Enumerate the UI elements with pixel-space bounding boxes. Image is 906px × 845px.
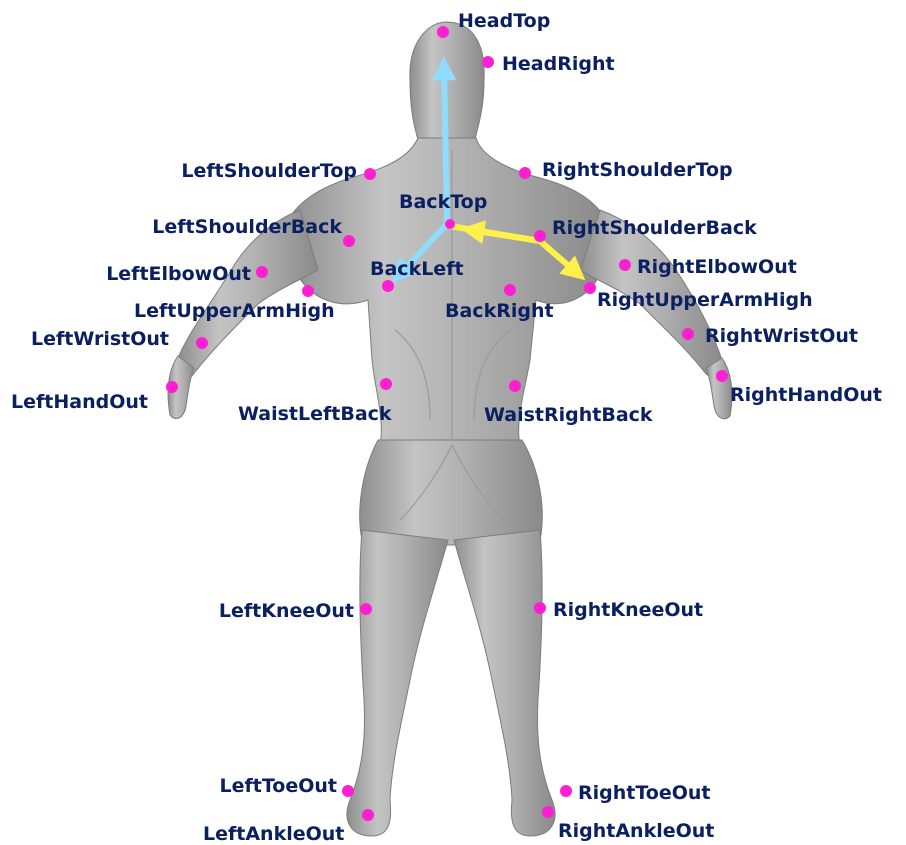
marker-dot-leftelbowout[interactable] [256, 266, 268, 278]
marker-dot-leftankleout[interactable] [362, 809, 374, 821]
marker-dot-righttoeout[interactable] [560, 785, 572, 797]
marker-dot-leftupperarmhigh[interactable] [302, 285, 314, 297]
label-rightwristout: RightWristOut [705, 325, 858, 347]
label-rightupperarmhigh: RightUpperArmHigh [597, 289, 813, 311]
marker-dot-rightshoulderback[interactable] [534, 230, 546, 242]
human-figure [168, 22, 732, 836]
marker-dot-rightkneeout[interactable] [534, 602, 546, 614]
marker-dot-leftkneeout[interactable] [360, 603, 372, 615]
marker-dot-rightwristout[interactable] [682, 328, 694, 340]
marker-dot-rightupperarmhigh[interactable] [584, 282, 596, 294]
marker-dot-leftshouldertop[interactable] [364, 168, 376, 180]
label-leftelbowout: LeftElbowOut [106, 263, 251, 285]
label-righttoeout: RightToeOut [578, 782, 711, 804]
label-lefttoeout: LeftToeOut [220, 775, 337, 797]
marker-dot-headtop[interactable] [437, 26, 449, 38]
marker-dot-leftshoulderback[interactable] [343, 235, 355, 247]
marker-dot-backtop[interactable] [445, 219, 455, 229]
label-leftupperarmhigh: LeftUpperArmHigh [134, 300, 335, 322]
label-lefthandout: LeftHandOut [11, 391, 148, 413]
marker-dot-righthandout[interactable] [716, 370, 728, 382]
label-waistrightback: WaistRightBack [484, 404, 653, 426]
label-righthandout: RightHandOut [730, 384, 882, 406]
label-leftshoulderback: LeftShoulderBack [152, 216, 342, 238]
marker-dot-backright[interactable] [504, 284, 516, 296]
label-leftkneeout: LeftKneeOut [219, 600, 354, 622]
label-backright: BackRight [445, 300, 554, 322]
label-backtop: BackTop [399, 191, 487, 213]
marker-dot-headright[interactable] [482, 56, 494, 68]
marker-dot-backleft[interactable] [382, 280, 394, 292]
marker-dot-waistleftback[interactable] [380, 378, 392, 390]
label-rightelbowout: RightElbowOut [637, 256, 797, 278]
marker-dot-rightelbowout[interactable] [619, 259, 631, 271]
label-rightshouldertop: RightShoulderTop [542, 159, 733, 181]
marker-dot-rightshouldertop[interactable] [519, 167, 531, 179]
label-headright: HeadRight [502, 53, 615, 75]
label-waistleftback: WaistLeftBack [238, 403, 392, 425]
marker-dot-leftwristout[interactable] [196, 337, 208, 349]
marker-dot-lefttoeout[interactable] [342, 785, 354, 797]
marker-dot-rightankleout[interactable] [542, 806, 554, 818]
label-backleft: BackLeft [370, 258, 464, 280]
label-leftwristout: LeftWristOut [31, 328, 169, 350]
label-rightshoulderback: RightShoulderBack [552, 217, 757, 239]
label-headtop: HeadTop [458, 10, 550, 32]
label-rightankleout: RightAnkleOut [558, 820, 714, 842]
marker-dot-waistrightback[interactable] [509, 380, 521, 392]
marker-dot-lefthandout[interactable] [166, 381, 178, 393]
label-leftshouldertop: LeftShoulderTop [181, 160, 357, 182]
label-leftankleout: LeftAnkleOut [203, 823, 344, 845]
label-rightkneeout: RightKneeOut [553, 599, 703, 621]
